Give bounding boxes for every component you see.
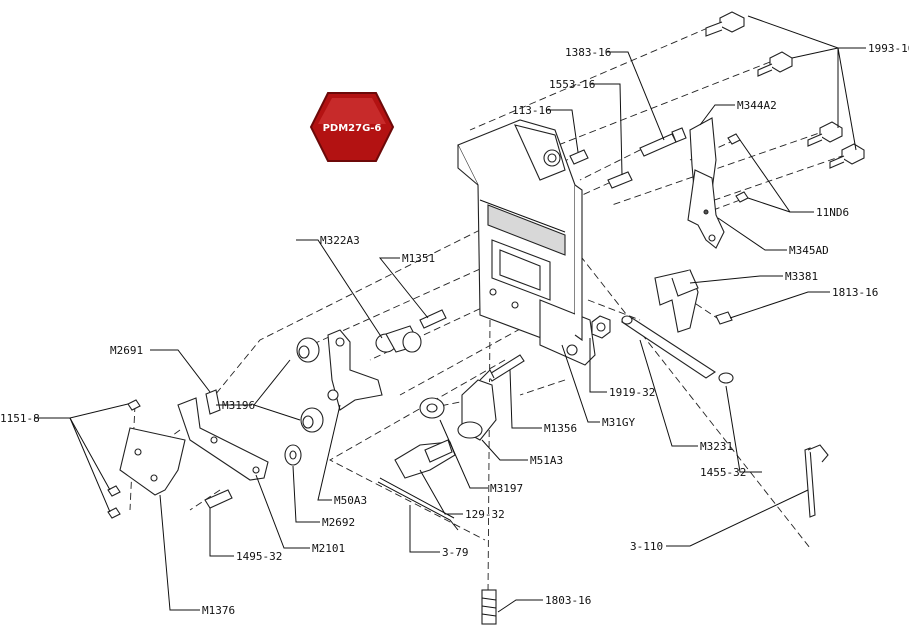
bracket-M2101 (177, 397, 269, 481)
screw-113-16 (569, 149, 589, 165)
main-bracket (457, 119, 596, 366)
screw-1993-16-d (829, 143, 865, 169)
knob-129-32 (394, 439, 456, 479)
wire-3-79 (377, 477, 459, 531)
screw-1993-16-c (807, 121, 843, 147)
label-1919-32: 1919-32 (609, 386, 655, 399)
label-1455-32: 1455-32 (700, 466, 746, 479)
arm-M51A3 (457, 369, 497, 441)
rod-M3231 (620, 315, 716, 379)
plate-M344A2 (687, 117, 725, 249)
label-1553-16: 1553-16 (549, 78, 595, 91)
label-M31GY: M31GY (602, 416, 635, 429)
bushing-upper (296, 337, 320, 363)
label-M3196: M3196 (222, 399, 255, 412)
label-M3197: M3197 (490, 482, 523, 495)
screw-1993-16-b (757, 51, 793, 77)
badge-label: PDM27G-6 (323, 123, 382, 134)
label-M2692: M2692 (322, 516, 355, 529)
label-M1356: M1356 (544, 422, 577, 435)
screw-1803-16 (481, 589, 497, 625)
model-badge: PDM27G-6 (309, 92, 395, 162)
screw-1151-8-a (127, 399, 141, 411)
label-1383-16: 1383-16 (565, 46, 611, 59)
clip-M2691 (205, 389, 221, 415)
roller-M3197 (419, 397, 445, 419)
block-M3381 (654, 269, 699, 333)
label-113-16: 113-16 (512, 104, 552, 117)
guard-M1376 (119, 427, 186, 496)
callout-labels: 1993-16 1383-16 1553-16 113-16 M344A2 11… (0, 42, 909, 617)
label-M3231: M3231 (700, 440, 733, 453)
pin-M1356 (487, 354, 525, 382)
screw-1151-8-b (107, 485, 121, 497)
screw-1455-32 (718, 372, 734, 384)
bushing-lower (300, 407, 324, 433)
label-M51A3: M51A3 (530, 454, 563, 467)
label-3-79: 3-79 (442, 546, 469, 559)
screw-1553-16 (607, 171, 633, 189)
label-M50A3: M50A3 (334, 494, 367, 507)
label-1993-16: 1993-16 (868, 42, 909, 55)
screw-1495-32 (204, 489, 233, 509)
screw-1151-8-c (107, 507, 121, 519)
screw-1383-16 (639, 127, 687, 157)
label-11ND6: 11ND6 (816, 206, 849, 219)
label-1151-8: 1151-8 (0, 412, 40, 425)
label-3-110: 3-110 (630, 540, 663, 553)
label-M322A3: M322A3 (320, 234, 360, 247)
washer-M2692 (284, 444, 302, 466)
label-1813-16: 1813-16 (832, 286, 878, 299)
label-M1351: M1351 (402, 252, 435, 265)
nut-1919-32 (591, 315, 611, 339)
label-M3381: M3381 (785, 270, 818, 283)
badge-highlight (318, 98, 386, 124)
label-M344A2: M344A2 (737, 99, 777, 112)
pin-M1351 (419, 309, 447, 329)
screw-1813-16 (715, 311, 733, 325)
screw-1993-16-a (705, 11, 745, 37)
hex-key-3-110 (804, 444, 829, 518)
label-129-32: 129-32 (465, 508, 505, 521)
roller-M322A3 (375, 325, 422, 353)
label-M2101: M2101 (312, 542, 345, 555)
leader-lines (34, 15, 866, 613)
label-1495-32: 1495-32 (236, 550, 282, 563)
label-1803-16: 1803-16 (545, 594, 591, 607)
lever-M50A3 (327, 329, 383, 411)
label-M345AD: M345AD (789, 244, 829, 257)
label-M2691: M2691 (110, 344, 143, 357)
label-M1376: M1376 (202, 604, 235, 617)
